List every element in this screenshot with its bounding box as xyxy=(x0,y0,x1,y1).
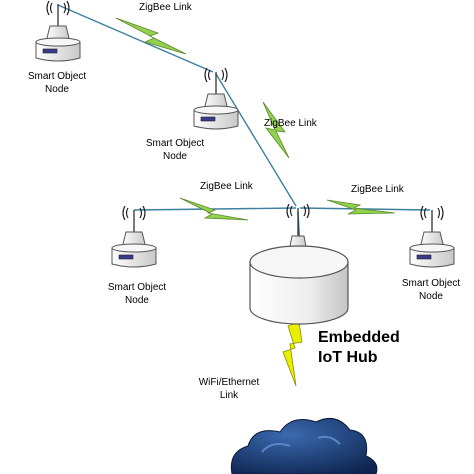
antenna-icon xyxy=(46,0,70,26)
zigbee-bolt-icon xyxy=(262,101,290,159)
antenna-icon xyxy=(286,203,310,236)
link-line-top xyxy=(57,4,214,73)
link-line-mid xyxy=(215,73,297,207)
node-left xyxy=(111,205,157,268)
node-middle xyxy=(193,67,239,130)
node-label-middle: Smart Object Node xyxy=(130,137,220,163)
cloud-icon xyxy=(230,417,378,474)
zigbee-label-left: ZigBee Link xyxy=(200,181,253,192)
zigbee-bolt-icon xyxy=(115,17,187,55)
node-label-top-left: Smart Object Node xyxy=(12,70,102,96)
wifi-label-line2: Link xyxy=(219,390,239,401)
zigbee-label-middle: ZigBee Link xyxy=(264,118,317,129)
radio-links xyxy=(57,4,431,249)
wifi-label: WiFi/Ethernet Link xyxy=(184,376,274,402)
wifi-bolt-icon xyxy=(282,321,303,387)
wifi-label-line1: WiFi/Ethernet xyxy=(198,377,260,388)
antenna-icon xyxy=(420,205,444,232)
node-top-left xyxy=(35,0,81,62)
node-label-line1: Smart Object xyxy=(27,71,87,82)
link-line-left xyxy=(133,207,297,211)
smart-object-node-icon xyxy=(35,25,81,62)
iot-hub xyxy=(249,203,349,325)
node-label-line2: Node xyxy=(163,151,187,162)
node-label-line1: Smart Object xyxy=(145,138,205,149)
node-label-line2: Node xyxy=(125,295,149,306)
zigbee-bolt-icon xyxy=(326,199,396,215)
node-label-line1: Smart Object xyxy=(401,278,461,289)
node-label-line2: Node xyxy=(45,84,69,95)
node-label-line1: Smart Object xyxy=(107,282,167,293)
zigbee-bolt-icon xyxy=(179,197,249,221)
hub-label-line1: Embedded xyxy=(318,329,400,346)
smart-object-node-icon xyxy=(409,231,455,268)
node-label-line2: Node xyxy=(419,291,443,302)
smart-object-node-icon xyxy=(193,93,239,130)
zigbee-label-top: ZigBee Link xyxy=(139,2,192,13)
hub-label: Embedded IoT Hub xyxy=(318,328,400,368)
iot-hub-icon xyxy=(249,245,349,325)
antenna-icon xyxy=(122,205,146,232)
node-right xyxy=(409,205,455,268)
node-label-left: Smart Object Node xyxy=(92,281,182,307)
zigbee-label-right: ZigBee Link xyxy=(351,184,404,195)
hub-label-line2: IoT Hub xyxy=(318,349,378,366)
node-label-right: Smart Object Node xyxy=(386,277,474,303)
antenna-icon xyxy=(204,67,228,94)
smart-object-node-icon xyxy=(111,231,157,268)
